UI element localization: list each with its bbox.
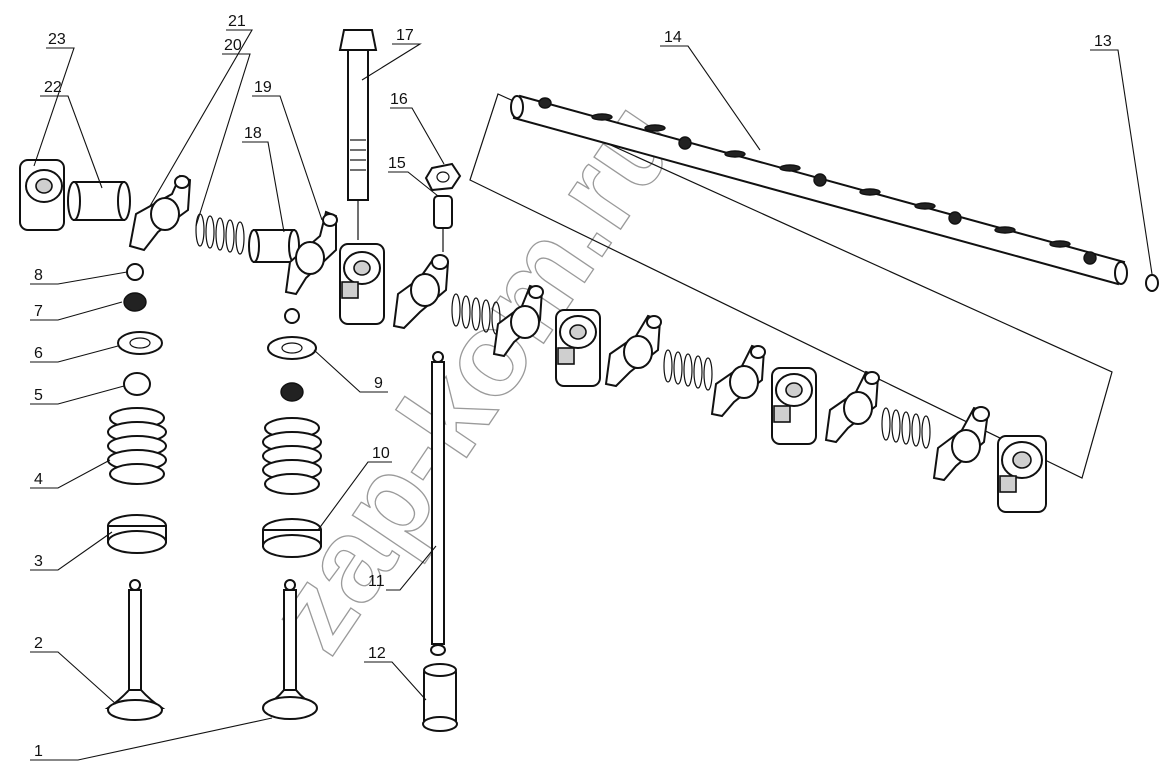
rocker-arm (284, 210, 338, 296)
callout-5: 5 (34, 387, 43, 404)
callout-12: 12 (368, 645, 386, 662)
callout-1: 1 (34, 743, 43, 760)
callout-22: 22 (44, 79, 62, 96)
spacer-spring-left (195, 213, 245, 255)
bushing-middle (248, 229, 300, 263)
callout-21: 21 (228, 13, 246, 30)
leader-lines (30, 29, 1153, 761)
circlip (1145, 274, 1159, 292)
shaft-support (771, 367, 817, 445)
callout-19: 19 (254, 79, 272, 96)
callout-9: 9 (374, 375, 383, 392)
bolt (338, 29, 378, 240)
callout-14: 14 (664, 29, 682, 46)
callout-4: 4 (34, 471, 43, 488)
callout-13: 13 (1094, 33, 1112, 50)
spacer-spring (663, 349, 713, 391)
rocker-arm (824, 370, 880, 444)
rocker-arm (492, 284, 544, 358)
shaft-support (555, 309, 601, 387)
callout-23: 23 (48, 31, 66, 48)
callout-7: 7 (34, 303, 43, 320)
tappet (422, 663, 458, 732)
spacer-spring (451, 293, 501, 335)
spacer-spring (881, 407, 931, 449)
valve-stack-right (262, 308, 322, 720)
valve-stack-left (104, 263, 167, 721)
rocker-arm (392, 254, 450, 330)
callout-20: 20 (224, 37, 242, 54)
callout-16: 16 (390, 91, 408, 108)
rocker-arm (604, 314, 662, 388)
callout-10: 10 (372, 445, 390, 462)
adjusting-nut (424, 162, 462, 192)
callout-numbers: 1 2 3 4 5 6 7 8 9 10 11 12 13 14 15 16 1… (34, 13, 1112, 760)
callout-17: 17 (396, 27, 414, 44)
callout-11: 11 (368, 573, 385, 590)
callout-2: 2 (34, 635, 43, 652)
watermark: zap-kom.ru (242, 79, 703, 675)
rocker-arm (932, 406, 990, 482)
shaft-support-end-left (19, 159, 65, 231)
shaft-support (339, 243, 385, 325)
adjusting-screw (433, 195, 453, 252)
rocker-arm (710, 344, 766, 418)
rocker-assembly (19, 159, 1047, 513)
callout-6: 6 (34, 345, 43, 362)
callout-15: 15 (388, 155, 406, 172)
rocker-arm (128, 174, 192, 252)
shaft-support-end-right (997, 435, 1047, 513)
pushrod (430, 351, 446, 656)
callout-8: 8 (34, 267, 43, 284)
bushing-left (67, 181, 131, 221)
callout-3: 3 (34, 553, 43, 570)
callout-18: 18 (244, 125, 262, 142)
rocker-shaft (469, 93, 1128, 479)
